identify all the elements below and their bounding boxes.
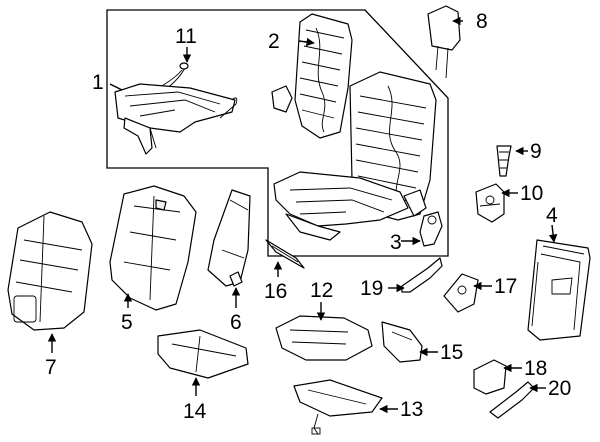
part-19-wire-clip[interactable]: [401, 257, 443, 293]
callout-18: 18: [524, 357, 547, 380]
part-3-recliner-motor[interactable]: [419, 211, 443, 247]
callout-2: 2: [268, 30, 280, 53]
callout-11: 11: [175, 25, 197, 48]
callout-3: 3: [390, 231, 402, 254]
callout-10: 10: [520, 182, 543, 205]
part-14-cushion-pad[interactable]: [157, 329, 249, 379]
part-6-side-panel[interactable]: [207, 189, 251, 287]
part-17-bracket[interactable]: [443, 273, 479, 313]
part-4-seatback-panel[interactable]: [527, 239, 591, 341]
seat-assembly-outline: [106, 9, 449, 257]
callout-1: 1: [92, 71, 104, 94]
part-7-cushion-pad[interactable]: [7, 211, 93, 331]
part-11-seat-wire[interactable]: [149, 62, 189, 95]
part-13-heater-mat[interactable]: [293, 379, 383, 435]
callout-12: 12: [310, 279, 333, 302]
leader-lines: [47, 16, 558, 414]
callout-13: 13: [400, 398, 423, 421]
callout-19: 19: [360, 277, 383, 300]
callout-8: 8: [476, 10, 488, 33]
part-9-headrest-guide[interactable]: [496, 145, 512, 177]
part-12-seat-cushion[interactable]: [275, 315, 373, 361]
seat-frame-assembly[interactable]: [273, 71, 437, 241]
callout-5: 5: [121, 311, 133, 334]
part-10-seat-latch[interactable]: [475, 183, 505, 223]
callout-4: 4: [546, 204, 558, 227]
callout-7: 7: [45, 356, 57, 379]
callout-14: 14: [183, 400, 207, 423]
part-1-seat-cushion-frame[interactable]: [114, 83, 238, 155]
callout-15: 15: [440, 341, 463, 364]
callout-6: 6: [230, 311, 242, 334]
part-2-seatback-frame[interactable]: [271, 13, 353, 139]
part-8-headrest[interactable]: [427, 5, 461, 79]
callout-17: 17: [494, 275, 517, 298]
part-18-cover-cap[interactable]: [473, 359, 507, 395]
part-15-side-shield[interactable]: [381, 321, 423, 363]
callout-9: 9: [530, 140, 542, 163]
part-5-seatback-cover[interactable]: [109, 185, 197, 311]
part-16-rail-trim[interactable]: [265, 239, 305, 269]
callout-20: 20: [548, 377, 571, 400]
callout-16: 16: [264, 280, 287, 303]
callout-labels: 1 2 3 4 5 6 7 8 9 10 11 12 13 14 15 16 1…: [45, 10, 571, 423]
